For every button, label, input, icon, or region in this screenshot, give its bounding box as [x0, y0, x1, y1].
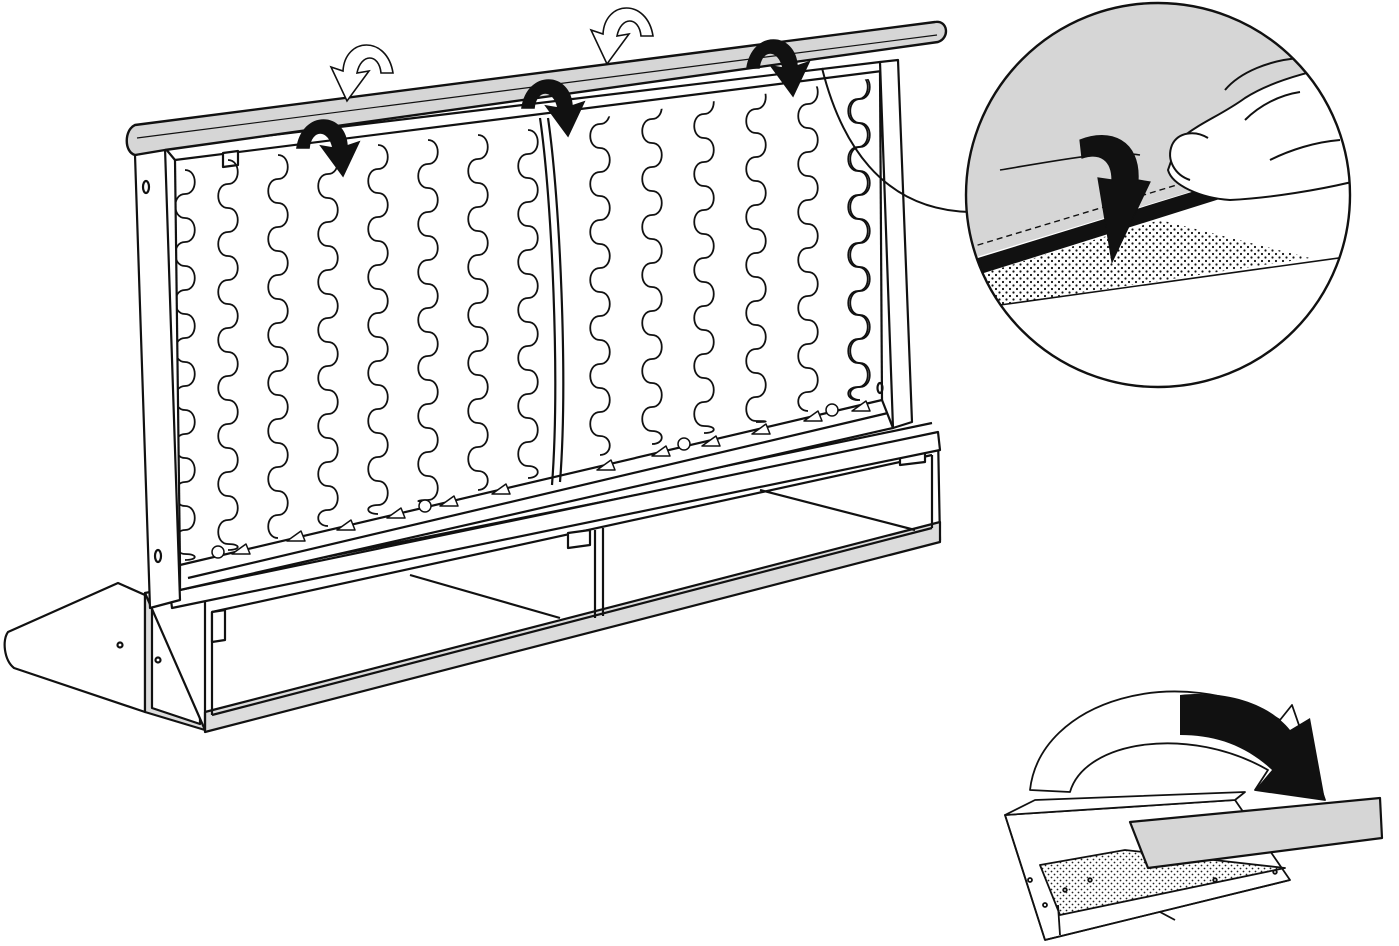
zigzag-spring: [367, 144, 389, 515]
zigzag-spring: [517, 129, 539, 479]
spring-clip: [386, 507, 406, 519]
spring-clip: [491, 483, 511, 495]
spring-clips: [211, 400, 871, 559]
zigzag-spring: [267, 154, 289, 539]
zigzag-spring: [589, 99, 611, 456]
bracket-fastener: [211, 545, 225, 559]
sofa-frame: [3, 20, 948, 734]
fold-arrows: [296, 7, 811, 178]
zigzag-spring: [317, 149, 339, 527]
hand-detail: [1166, 57, 1350, 202]
spring-clip: [336, 519, 356, 531]
fold-arrow-dark: [296, 119, 361, 178]
zigzag-springs-left: [175, 129, 539, 561]
bracket-fastener: [825, 403, 839, 417]
overview-thumbnail: [1004, 690, 1384, 941]
bracket-fastener: [677, 437, 691, 451]
backrest-frame: [133, 58, 914, 610]
bracket-fastener: [418, 499, 432, 513]
spring-clip: [651, 445, 671, 457]
fold-arrow-light: [589, 7, 654, 66]
detail-fold-arrow: [1079, 135, 1151, 264]
spring-clip: [701, 435, 721, 447]
zigzag-spring: [745, 84, 767, 423]
base-box: [143, 421, 942, 734]
zigzag-spring: [175, 169, 196, 561]
spring-clip: [439, 495, 459, 507]
zigzag-spring: [847, 78, 869, 401]
spring-clip: [231, 543, 251, 555]
spring-clip: [851, 400, 871, 412]
zigzag-spring: [693, 89, 715, 434]
detail-zoom-inset: [821, 1, 1352, 389]
fold-arrow-dark: [746, 39, 811, 98]
zigzag-spring: [467, 134, 489, 491]
spring-clip: [286, 530, 306, 542]
zigzag-spring: [417, 139, 439, 503]
spring-clip: [751, 423, 771, 435]
fold-arrow-dark: [521, 79, 586, 138]
zigzag-spring: [217, 159, 239, 551]
spring-clip: [596, 459, 616, 471]
zigzag-spring: [641, 94, 663, 445]
fold-arrow-light: [329, 44, 394, 103]
zigzag-springs-right: [589, 78, 871, 456]
spring-clip: [803, 410, 823, 422]
zigzag-spring: [797, 79, 819, 412]
